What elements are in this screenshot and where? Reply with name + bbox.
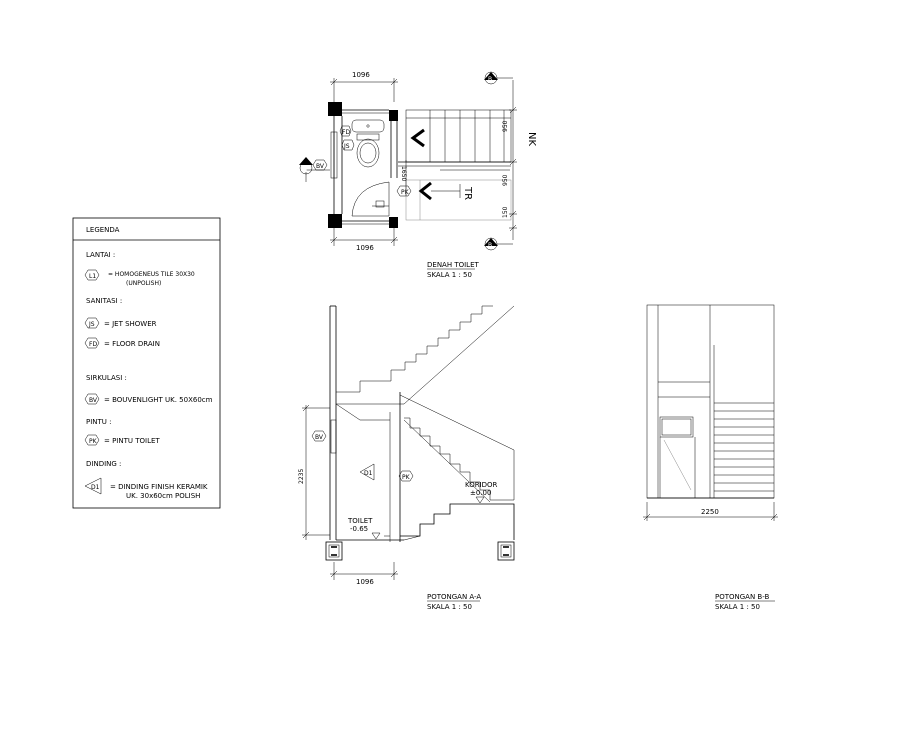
svg-text:PK: PK <box>401 189 410 196</box>
legend-sirkulasi-heading: SIRKULASI : <box>86 374 127 382</box>
plan-js-tag: JS <box>341 139 355 151</box>
legend-d1-desc-2: UK. 30x60cm POLISH <box>126 492 200 500</box>
svg-text:B: B <box>488 76 492 83</box>
svg-text:JS: JS <box>88 321 95 328</box>
plan-door: PK <box>351 181 412 217</box>
legend-fd-desc: = FLOOR DRAIN <box>104 340 160 348</box>
svg-text:BV: BV <box>315 434 324 441</box>
svg-text:±0.00: ±0.00 <box>470 489 491 497</box>
svg-text:JS: JS <box>343 143 350 150</box>
section-bb-window <box>659 416 694 438</box>
svg-text:1096: 1096 <box>356 578 374 586</box>
legend-js-symbol: JS <box>84 317 100 329</box>
plan-section-marker-b-top: B <box>484 71 513 85</box>
plan-column-tl <box>328 102 342 116</box>
legend-pk-symbol: PK <box>84 434 100 446</box>
plan-scale: SKALA 1 : 50 <box>427 271 472 279</box>
section-aa-koridor-level: KORIDOR ±0.00 <box>465 481 498 504</box>
section-bb-stair-treads <box>714 402 774 492</box>
plan-column-br <box>389 217 398 228</box>
svg-text:KORIDOR: KORIDOR <box>465 481 498 489</box>
svg-text:D1: D1 <box>91 484 100 491</box>
svg-text:1096: 1096 <box>352 71 370 79</box>
svg-text:PK: PK <box>89 438 98 445</box>
legend-dinding-heading: DINDING : <box>86 460 121 468</box>
svg-text:-0.65: -0.65 <box>350 525 368 533</box>
svg-text:150: 150 <box>502 206 509 218</box>
legend-fd-symbol: FD <box>84 337 100 349</box>
plan-dim-top: 1096 <box>330 71 398 102</box>
plan-dim-bottom: 1096 <box>330 228 398 252</box>
section-aa-pk-tag: PK <box>398 470 414 482</box>
svg-text:PK: PK <box>402 474 411 481</box>
plan-title: DENAH TOILET <box>427 261 479 269</box>
section-bb: 2250 POTONGAN B-B SKALA 1 : 50 <box>643 304 778 611</box>
svg-text:BV: BV <box>316 163 325 170</box>
legend-lantai-heading: LANTAI : <box>86 251 115 259</box>
plan-label-tr: TR <box>462 186 473 200</box>
section-aa-toilet-level: TOILET -0.65 <box>347 517 390 540</box>
section-bb-scale: SKALA 1 : 50 <box>715 603 760 611</box>
svg-text:B: B <box>488 242 492 249</box>
legend-title: LEGENDA <box>86 226 120 234</box>
plan-stairs <box>398 109 512 221</box>
plan-sink <box>351 119 385 133</box>
plan-toilet: 1096 FD JS <box>299 71 537 279</box>
svg-text:2235: 2235 <box>298 469 305 484</box>
svg-text:1096: 1096 <box>356 244 374 252</box>
plan-section-marker-b-bottom: B <box>484 237 513 251</box>
legend-js-desc: = JET SHOWER <box>104 320 157 328</box>
svg-text:L1: L1 <box>89 273 96 280</box>
section-aa-d1-tag: D1 <box>359 463 375 481</box>
section-aa-scale: SKALA 1 : 50 <box>427 603 472 611</box>
plan-dim-right: 950 950 150 <box>502 80 517 240</box>
section-aa-dim-width: 1096 <box>330 562 398 586</box>
section-aa: BV 2235 D1 <box>298 305 515 611</box>
svg-text:TOILET: TOILET <box>347 517 373 525</box>
legend-pk-desc: = PINTU TOILET <box>104 437 160 445</box>
section-aa-footing-right <box>497 541 515 561</box>
section-aa-window <box>330 419 337 454</box>
plan-label-nk: NK <box>526 132 537 146</box>
svg-text:BV: BV <box>89 397 98 404</box>
svg-text:950: 950 <box>502 174 509 186</box>
legend-l1-desc-2: (UNPOLISH) <box>126 280 161 287</box>
plan-column-tr <box>389 110 398 121</box>
svg-text:2250: 2250 <box>701 508 719 516</box>
plan-toilet-bowl <box>356 133 380 168</box>
legend-sanitasi-heading: SANITASI : <box>86 297 122 305</box>
legend-d1-desc-1: = DINDING FINISH KERAMIK <box>110 483 208 491</box>
plan-dim-inner: 1650 <box>400 160 407 196</box>
svg-text:D1: D1 <box>364 470 373 477</box>
svg-text:FD: FD <box>342 129 350 136</box>
legend-l1-symbol: L1 <box>84 269 100 281</box>
section-aa-bv-tag: BV <box>311 430 327 442</box>
legend-d1-symbol: D1 <box>84 477 102 495</box>
legend-bv-symbol: BV <box>84 393 100 405</box>
legend-panel: LEGENDA LANTAI : L1 = HOMOGENEUS TILE 30… <box>72 217 221 509</box>
legend-l1-desc-1: = HOMOGENEUS TILE 30X30 <box>108 271 195 278</box>
plan-section-marker-a-left: A <box>299 157 330 182</box>
plan-bv-tag: BV <box>312 159 328 171</box>
section-bb-dim-width: 2250 <box>643 502 778 521</box>
legend-bv-desc: = BOUVENLIGHT UK. 50X60cm <box>104 396 213 404</box>
section-aa-footing-left <box>325 541 343 561</box>
plan-fd-tag: FD <box>339 125 352 137</box>
section-aa-title: POTONGAN A-A <box>427 593 481 601</box>
svg-text:950: 950 <box>502 120 509 132</box>
svg-text:1650: 1650 <box>400 166 407 181</box>
svg-text:FD: FD <box>89 341 97 348</box>
svg-text:A: A <box>303 166 308 173</box>
section-bb-title: POTONGAN B-B <box>715 593 770 601</box>
plan-column-bl <box>328 214 342 228</box>
section-aa-dim-height: 2235 <box>298 404 330 540</box>
legend-pintu-heading: PINTU : <box>86 418 112 426</box>
